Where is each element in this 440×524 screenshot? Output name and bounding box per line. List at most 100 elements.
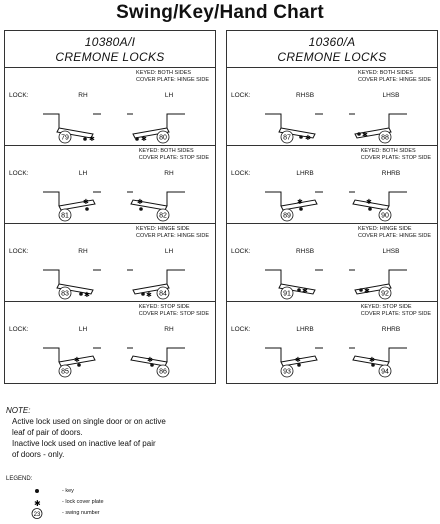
lock-label: LOCK: bbox=[231, 326, 251, 333]
door-swing-diagram: 79 ✱ bbox=[41, 106, 101, 146]
panel-model: 10360/A bbox=[308, 35, 356, 49]
panel-model: 10380A/I bbox=[84, 35, 136, 49]
hand-label: LHRB bbox=[296, 170, 314, 177]
svg-text:✱: ✱ bbox=[364, 287, 370, 295]
door-swing-diagram: 86✱ bbox=[127, 340, 187, 380]
note-line: Active lock used on single door or on ac… bbox=[12, 417, 166, 426]
note-line: of doors - only. bbox=[12, 450, 65, 459]
swing-number: 81 bbox=[61, 213, 69, 220]
hand-label: LH bbox=[78, 326, 88, 333]
svg-text:✱: ✱ bbox=[369, 356, 375, 364]
legend: LEGEND: - key ✱ - lock cover plate 23 - … bbox=[6, 476, 206, 519]
svg-text:✱: ✱ bbox=[297, 198, 303, 206]
svg-text:✱: ✱ bbox=[305, 134, 311, 142]
lock-label: LOCK: bbox=[9, 326, 29, 333]
swing-number: 94 bbox=[381, 369, 389, 376]
svg-text:✱: ✱ bbox=[74, 356, 80, 364]
swing-number: 85 bbox=[61, 369, 69, 376]
swing-number: 87 bbox=[283, 135, 291, 142]
swing-number: 90 bbox=[381, 213, 389, 220]
hand-label: RHRB bbox=[381, 326, 401, 333]
svg-text:✱: ✱ bbox=[302, 287, 308, 295]
hand-label: RH bbox=[164, 170, 174, 177]
swing-number: 91 bbox=[283, 291, 291, 298]
page-title: Swing/Key/Hand Chart bbox=[116, 2, 324, 23]
legend-item-key: - key bbox=[6, 486, 206, 497]
svg-text:✱: ✱ bbox=[366, 198, 372, 206]
lock-label: LOCK: bbox=[9, 248, 29, 255]
hand-label: RHRB bbox=[381, 170, 401, 177]
legend-label: - swing number bbox=[62, 510, 100, 516]
hand-label: RH bbox=[78, 248, 88, 255]
note-block: NOTE: Active lock used on single door or… bbox=[6, 405, 226, 460]
panel-header: 10360/A CREMONE LOCKS bbox=[227, 35, 437, 65]
svg-text:✱: ✱ bbox=[89, 135, 95, 143]
door-swing-diagram: 89 ✱ bbox=[263, 184, 323, 224]
door-swing-diagram: 81✱ bbox=[41, 184, 101, 224]
hand-label: RHSB bbox=[295, 92, 315, 99]
cover-plate-icon: ✱ bbox=[28, 497, 46, 508]
swing-number: 89 bbox=[283, 213, 291, 220]
legend-item-swing: 23 - swing number bbox=[6, 508, 206, 519]
swing-number: 82 bbox=[159, 213, 167, 220]
hand-label: LH bbox=[164, 248, 174, 255]
door-swing-diagram: 90 ✱ bbox=[349, 184, 409, 224]
swing-sample: 23 bbox=[34, 512, 41, 518]
door-swing-diagram: 83✱ bbox=[41, 262, 101, 302]
door-swing-diagram: 84 ✱ bbox=[127, 262, 187, 302]
hand-label: LHRB bbox=[296, 326, 314, 333]
door-swing-diagram: 87 ✱ bbox=[263, 106, 323, 146]
swing-number: 79 bbox=[61, 135, 69, 142]
door-swing-diagram: 93✱ bbox=[263, 340, 323, 380]
hand-label: RHSB bbox=[295, 248, 315, 255]
swing-number: 86 bbox=[159, 369, 167, 376]
note-heading: NOTE: bbox=[6, 406, 31, 415]
door-swing-diagram: 82 ✱ bbox=[127, 184, 187, 224]
lock-label: LOCK: bbox=[231, 92, 251, 99]
svg-text:✱: ✱ bbox=[146, 291, 152, 299]
hand-label: RH bbox=[164, 326, 174, 333]
panel-10380: 10380A/I CREMONE LOCKS KEYED: BOTH SIDES… bbox=[4, 30, 216, 384]
svg-text:✱: ✱ bbox=[141, 135, 147, 143]
legend-heading: LEGEND: bbox=[6, 476, 33, 482]
panel-subtitle: CREMONE LOCKS bbox=[277, 50, 387, 64]
swing-number: 84 bbox=[159, 291, 167, 298]
lock-label: LOCK: bbox=[9, 92, 29, 99]
svg-text:✱: ✱ bbox=[362, 131, 368, 139]
hand-label: LH bbox=[78, 170, 88, 177]
door-swing-diagram: 88✱ bbox=[349, 106, 409, 146]
note-line: leaf of pair of doors. bbox=[12, 428, 83, 437]
svg-text:✱: ✱ bbox=[137, 198, 143, 206]
swing-number: 83 bbox=[61, 291, 69, 298]
hand-label: LHSB bbox=[382, 92, 400, 99]
legend-label: - key bbox=[62, 488, 74, 494]
hand-label: LH bbox=[164, 92, 174, 99]
door-swing-diagram: 92 ✱ bbox=[349, 262, 409, 302]
swing-number: 92 bbox=[381, 291, 389, 298]
hand-label: LHSB bbox=[382, 248, 400, 255]
door-swing-diagram: 91 ✱ bbox=[263, 262, 323, 302]
legend-item-cover: ✱ - lock cover plate bbox=[6, 497, 206, 508]
door-swing-diagram: 94 ✱ bbox=[349, 340, 409, 380]
hand-label: RH bbox=[78, 92, 88, 99]
panel-subtitle: CREMONE LOCKS bbox=[55, 50, 165, 64]
svg-text:✱: ✱ bbox=[34, 499, 41, 508]
key-icon bbox=[28, 486, 46, 497]
note-line: Inactive lock used on inactive leaf of p… bbox=[12, 439, 156, 448]
